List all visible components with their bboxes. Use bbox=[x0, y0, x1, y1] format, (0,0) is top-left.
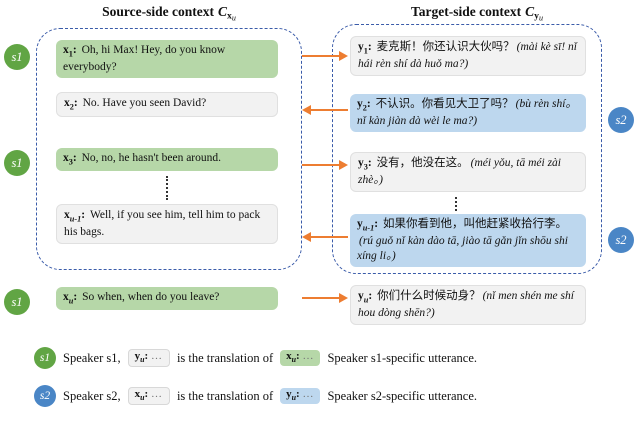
utterance-y-u-label: yu: bbox=[358, 290, 373, 305]
arrow-head bbox=[339, 293, 348, 303]
legend-speaker-s1-badge: s1 bbox=[34, 347, 56, 369]
legend-row-s1: s1 Speaker s1, yu: … is the translation … bbox=[34, 347, 477, 369]
arrow-y-u-minus-1-to-x-u-minus-1 bbox=[302, 232, 348, 242]
utterance-x-u-text: So when, when do you leave? bbox=[82, 291, 220, 303]
utterance-y3-pinyin: (méi yǒu, tā méi zài zhè。) bbox=[358, 157, 561, 187]
legend-s1-translation-box: yu: … bbox=[127, 349, 170, 367]
legend-s2-tail-text: Speaker s2-specific utterance. bbox=[327, 388, 478, 403]
source-vertical-ellipsis bbox=[166, 176, 168, 200]
utterance-y-u-minus-1: yu-1: 如果你看到他，叫他赶紧收拾行李。 (rú guǒ nǐ kàn dào… bbox=[350, 214, 586, 267]
legend-s1-intro: Speaker s1, bbox=[63, 350, 121, 365]
arrow-head bbox=[339, 51, 348, 61]
utterance-y1-chinese: 麦克斯！你还认识大伙吗？ bbox=[376, 41, 515, 53]
arrow-x3-to-y3 bbox=[302, 160, 348, 170]
utterance-y3-label: y3: bbox=[358, 157, 372, 172]
legend-s1-utterance-box: xu: … bbox=[280, 350, 321, 366]
utterance-x3-text: No, no, he hasn't been around. bbox=[81, 152, 222, 164]
utterance-x-u-minus-1: xu-1: Well, if you see him, tell him to … bbox=[56, 204, 278, 244]
utterance-y2: y2: 不认识。你看见大卫了吗？(bù rèn shí。nǐ kàn jiàn … bbox=[350, 94, 586, 132]
utterance-y-u-minus-1-pinyin: (rú guǒ nǐ kàn dào tā, jiào tā gǎn jǐn s… bbox=[357, 235, 568, 262]
legend-s1-middle-text: is the translation of bbox=[176, 350, 274, 365]
speaker-s1-badge-1: s1 bbox=[4, 44, 30, 70]
legend-speaker-s2-badge: s2 bbox=[34, 385, 56, 407]
utterance-x-u-minus-1-text: Well, if you see him, tell him to pack h… bbox=[64, 209, 261, 239]
utterance-y3: y3: 没有，他没在这。(méi yǒu, tā méi zài zhè。) bbox=[350, 152, 586, 192]
legend-s2-intro: Speaker s2, bbox=[63, 388, 121, 403]
target-title-text: Target-side context bbox=[410, 4, 522, 19]
arrow-shaft bbox=[302, 55, 341, 58]
utterance-y1-pinyin: (mài kè sī! nǐ hái rèn shí dà huǒ ma?) bbox=[358, 41, 577, 71]
arrow-head bbox=[339, 160, 348, 170]
legend-s2-utterance-box: yu: … bbox=[280, 388, 321, 404]
speaker-s2-badge-1: s2 bbox=[608, 107, 634, 133]
source-context-container bbox=[36, 28, 302, 270]
speaker-s1-badge-2: s1 bbox=[4, 150, 30, 176]
arrow-shaft bbox=[302, 297, 341, 300]
legend-s2-middle-text: is the translation of bbox=[176, 388, 274, 403]
speaker-s2-badge-2: s2 bbox=[608, 227, 634, 253]
utterance-x-u: xu: So when, when do you leave? bbox=[56, 287, 278, 311]
arrow-y2-to-x2 bbox=[302, 105, 348, 115]
utterance-y-u-chinese: 你们什么时候动身？ bbox=[377, 290, 481, 302]
arrow-head bbox=[302, 105, 311, 115]
source-title-text: Source-side context bbox=[102, 4, 214, 19]
utterance-x2-label: x2: bbox=[64, 97, 78, 112]
utterance-y1-label: y1: bbox=[358, 41, 372, 56]
utterance-x1-text: Oh, hi Max! Hey, do you know everybody? bbox=[63, 44, 226, 74]
utterance-x-u-label: xu: bbox=[63, 291, 78, 306]
utterance-x2: x2: No. Have you seen David? bbox=[56, 92, 278, 118]
utterance-x2-text: No. Have you seen David? bbox=[82, 97, 207, 109]
legend-row-s2: s2 Speaker s2, xu: … is the translation … bbox=[34, 385, 477, 407]
utterance-y3-chinese: 没有，他没在这。 bbox=[376, 157, 469, 169]
legend-s2-translation-box: xu: … bbox=[127, 387, 170, 405]
target-context-container bbox=[332, 24, 602, 274]
ellipsis-dots: … bbox=[302, 388, 315, 401]
arrow-x-u-to-y-u bbox=[302, 293, 348, 303]
arrow-shaft bbox=[302, 164, 341, 167]
utterance-y-u-pinyin: (nǐ men shén me shí hou dòng shēn?) bbox=[358, 290, 574, 320]
ellipsis-dots: … bbox=[150, 388, 163, 401]
arrow-shaft bbox=[309, 109, 348, 112]
speaker-s1-badge-3: s1 bbox=[4, 289, 30, 315]
ellipsis-dots: … bbox=[150, 350, 163, 363]
target-vertical-ellipsis bbox=[455, 197, 457, 211]
utterance-y2-pinyin: (bù rèn shí。nǐ kàn jiàn dà wèi le ma?) bbox=[357, 98, 577, 128]
utterance-y-u-minus-1-label: yu-1: bbox=[357, 218, 379, 233]
utterance-y2-label: y2: bbox=[357, 98, 371, 113]
utterance-y-u: yu: 你们什么时候动身？(nǐ men shén me shí hou dòn… bbox=[350, 285, 586, 325]
legend-s1-tail-text: Speaker s1-specific utterance. bbox=[327, 350, 478, 365]
utterance-y1: y1: 麦克斯！你还认识大伙吗？(mài kè sī! nǐ hái rèn s… bbox=[350, 36, 586, 76]
context-symbol: C bbox=[525, 4, 535, 19]
utterance-x1: x1: Oh, hi Max! Hey, do you know everybo… bbox=[56, 40, 278, 78]
utterance-x3: x3: No, no, he hasn't been around. bbox=[56, 148, 278, 172]
utterance-x1-label: x1: bbox=[63, 44, 77, 59]
context-symbol: C bbox=[217, 4, 227, 19]
arrow-shaft bbox=[309, 236, 348, 239]
utterance-y2-chinese: 不认识。你看见大卫了吗？ bbox=[375, 98, 514, 110]
ellipsis-dots: … bbox=[302, 350, 315, 363]
utterance-x3-label: x3: bbox=[63, 152, 77, 167]
utterance-y-u-minus-1-chinese: 如果你看到他，叫他赶紧收拾行李。 bbox=[382, 218, 567, 230]
arrow-head bbox=[302, 232, 311, 242]
arrow-x1-to-y1 bbox=[302, 51, 348, 61]
utterance-x-u-minus-1-label: xu-1: bbox=[64, 209, 86, 224]
